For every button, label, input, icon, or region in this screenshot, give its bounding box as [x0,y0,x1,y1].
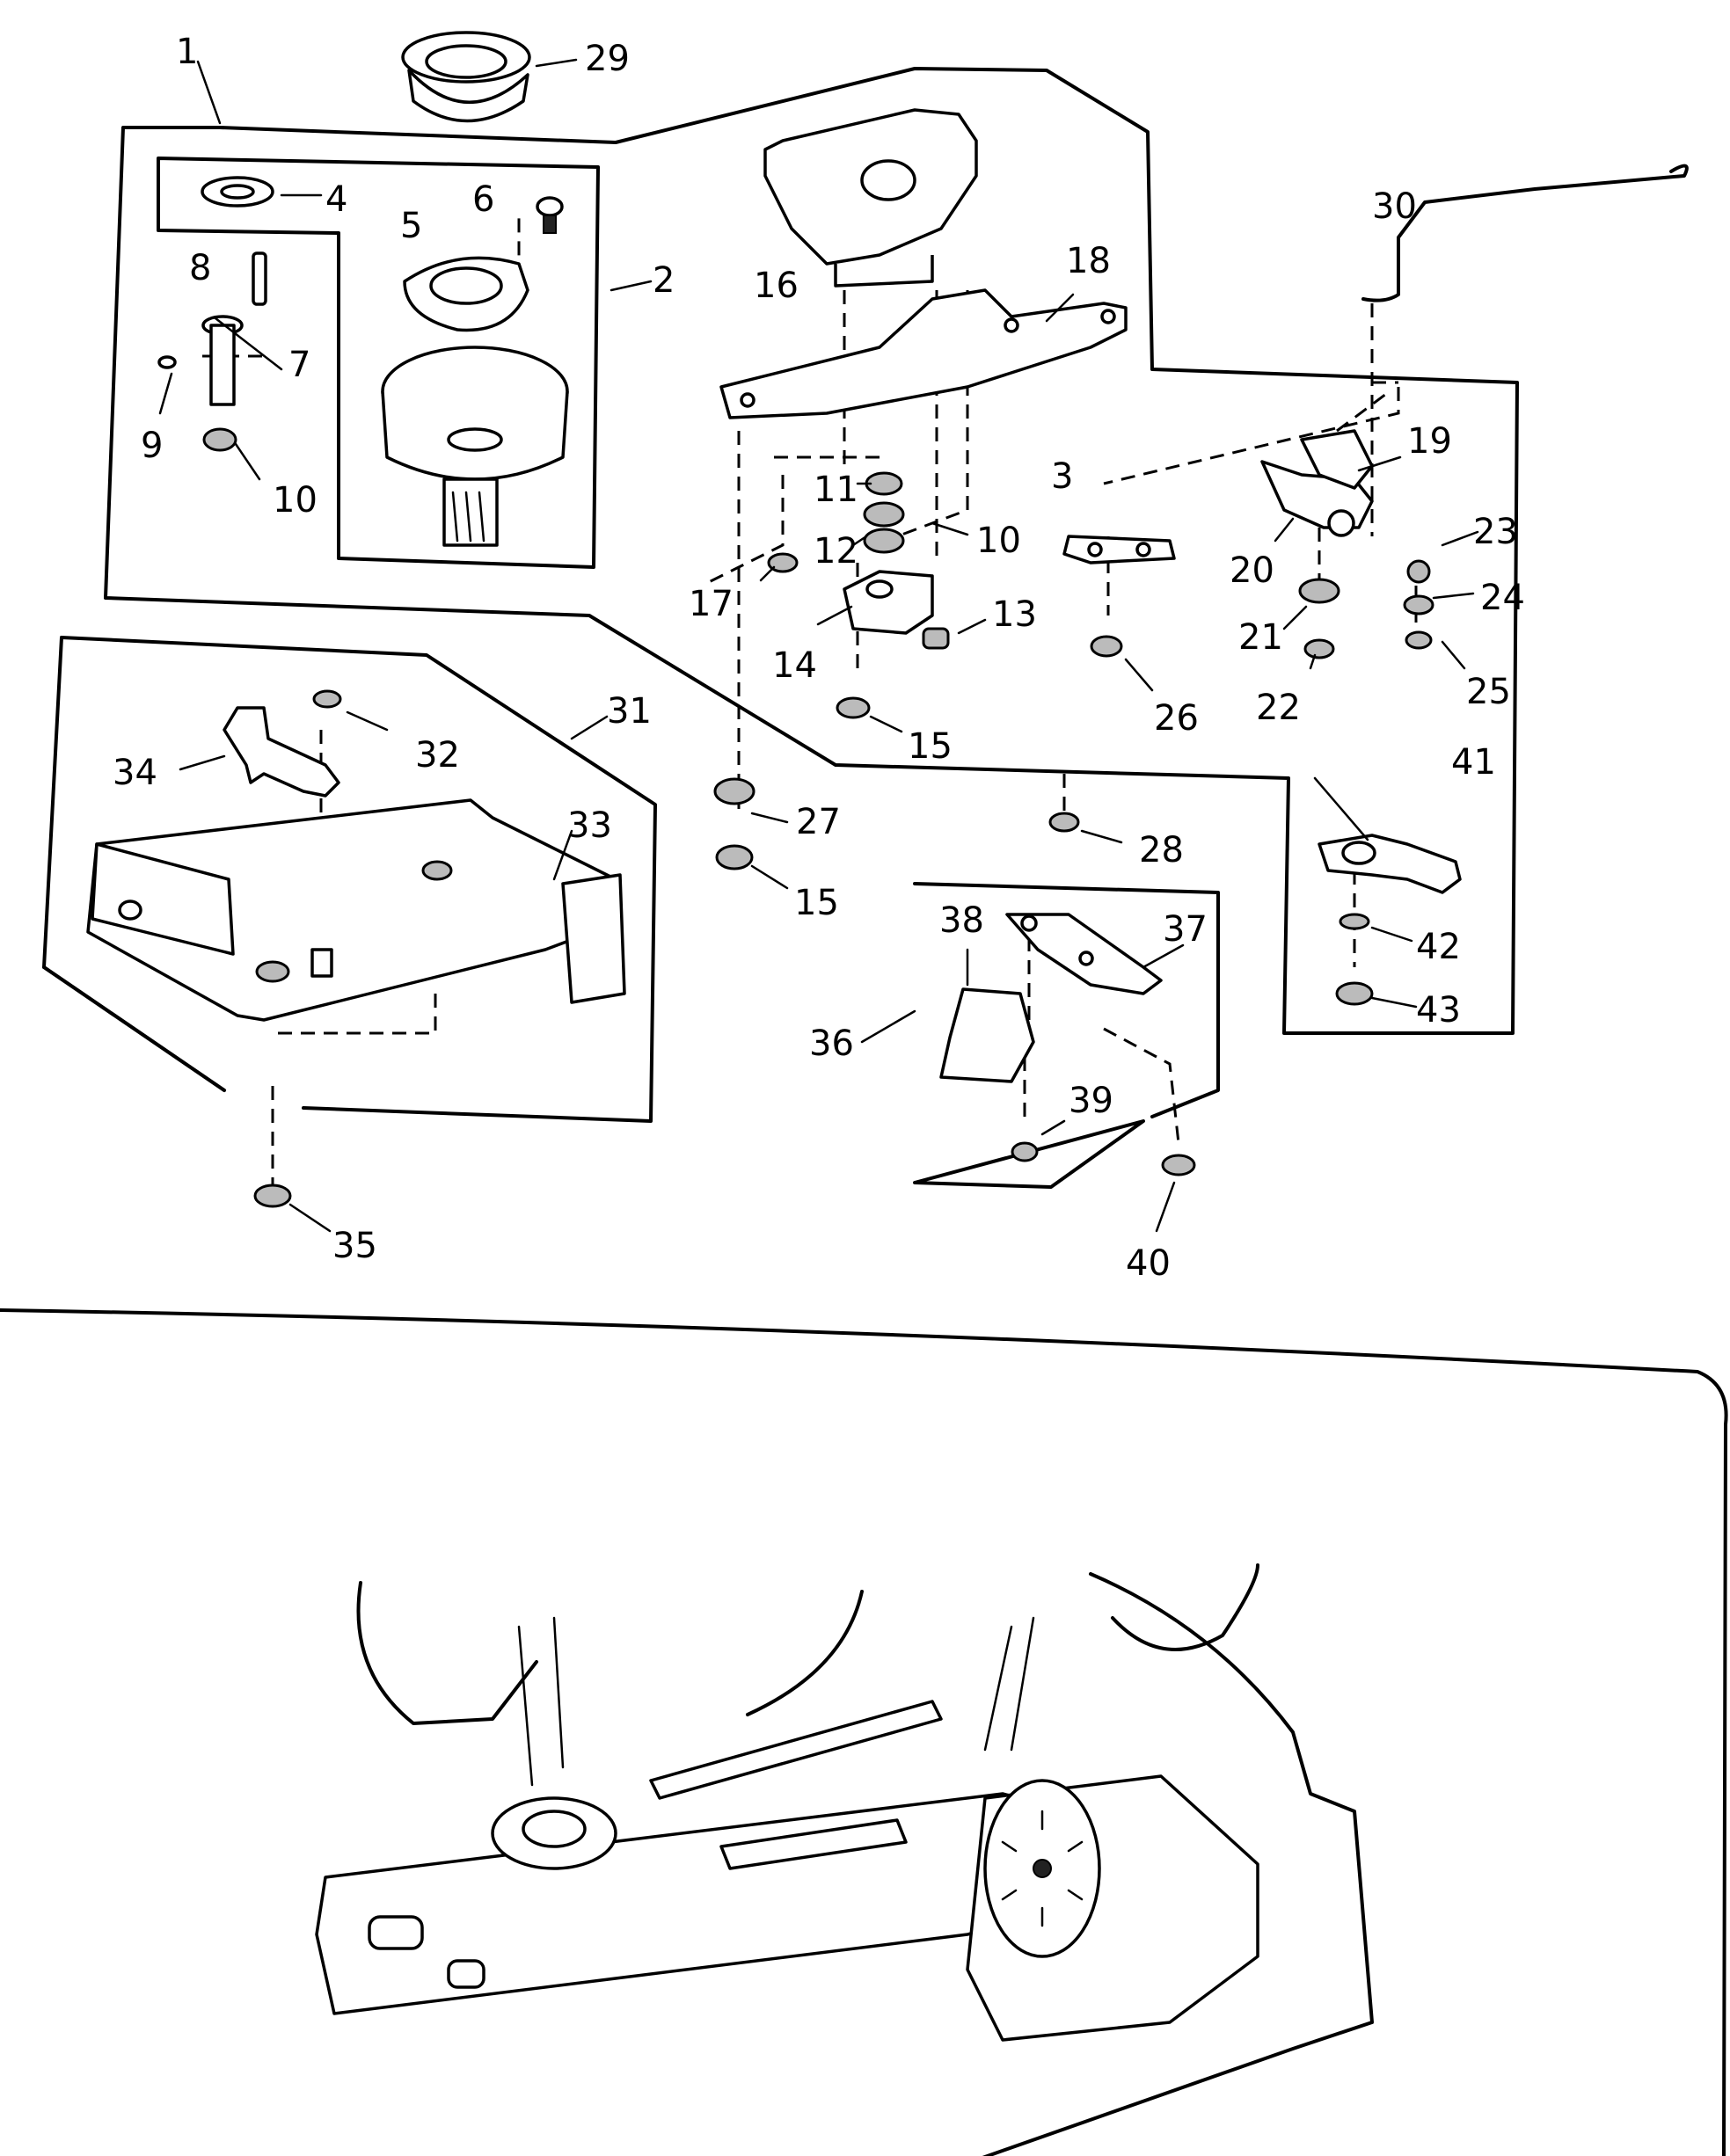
callout-13: 13 [992,594,1037,635]
bobbin-holder-part [403,256,529,332]
washer-part [201,176,274,208]
callout-38: 38 [939,900,984,941]
callout-27: 27 [796,802,841,842]
callout-29: 29 [585,39,630,79]
callout-18: 18 [1066,241,1111,281]
callout-11: 11 [814,470,858,510]
callout-39: 39 [1069,1081,1113,1121]
callout-30: 30 [1372,186,1417,227]
callout-16: 16 [754,266,799,306]
callout-10-left: 10 [273,480,318,521]
motor-hub [1033,1859,1052,1878]
nut-part [202,427,237,452]
callout-6: 6 [472,179,494,220]
shaft-end-view [368,1915,424,1950]
spring-part [922,627,950,650]
bed-plate-part [86,798,626,1022]
callout-3: 3 [1051,456,1073,497]
callout-28: 28 [1139,830,1184,870]
handwheel-outline [1111,1563,1259,1651]
callout-5: 5 [400,206,422,246]
callout-33: 33 [567,805,612,846]
callout-36: 36 [809,1023,854,1064]
screw-39-part [1011,1141,1039,1162]
hook-assembly-frame [104,67,1519,1035]
callout-26: 26 [1154,698,1199,739]
callout-20: 20 [1230,550,1274,591]
callout-7: 7 [288,345,310,385]
callout-8: 8 [189,248,211,288]
callout-15-upper: 15 [908,726,953,767]
bottom-screw-part [253,1184,292,1208]
callout-10-right: 10 [976,521,1021,561]
callout-34: 34 [113,753,157,793]
feed-plate-part [1005,913,1163,995]
bed-base [315,1792,1057,2015]
callout-32: 32 [415,735,460,776]
callout-2: 2 [653,260,675,301]
leader-lines [158,58,1479,1233]
callout-24: 24 [1480,578,1525,618]
callout-15-lower: 15 [794,883,839,923]
washer-42-part [1339,913,1370,930]
feed-bracket-part [939,987,1035,1083]
callout-4: 4 [325,179,347,220]
machine-underside-view [315,1563,1374,2156]
callout-40: 40 [1126,1243,1171,1284]
callout-37: 37 [1163,909,1208,950]
callout-labels: 1 2 3 4 5 6 7 8 9 10 10 11 12 13 14 15 1… [113,32,1525,1284]
tension-lever-part [1260,429,1374,537]
callout-41: 41 [1451,742,1496,783]
callout-12: 12 [814,531,858,572]
lower-shaft-view [719,1818,908,1870]
screws-part [713,552,1434,870]
callout-9: 9 [141,426,163,466]
link-rods-view [983,1616,1035,1752]
callout-35: 35 [332,1226,377,1266]
part-drawings [86,31,1689,1208]
callout-43: 43 [1416,990,1461,1031]
shaft-end-lower-view [447,1959,485,1989]
hook-bore-view [522,1810,587,1848]
callout-1: 1 [176,32,198,72]
upper-cover-part [763,108,978,288]
rotary-hook-part [381,346,569,547]
callout-19: 19 [1407,421,1452,462]
thread-wire-part [1361,164,1689,302]
callout-22: 22 [1256,688,1301,728]
machine-body-outline [982,1572,1374,2156]
callout-21: 21 [1238,617,1283,658]
tension-washers-part [863,471,905,554]
callout-14: 14 [772,645,817,686]
hook-shaft-part [201,315,244,406]
small-screw-part [536,196,564,234]
feed-lever-part [223,689,342,798]
callout-25: 25 [1466,672,1511,712]
small-plate-part [1062,535,1176,564]
tension-block-part [843,570,934,635]
lever-plate-part [719,288,1128,419]
needle-bar-view [517,1616,565,1787]
hook-cover-part [401,31,531,123]
machine-arm-outline [746,1590,864,1716]
pin-part [252,251,267,306]
set-pin-part [157,355,177,369]
bed-plate-frame-edge [42,636,226,1092]
rotary-hook-subframe [157,157,600,569]
group-outlines [0,67,1728,2156]
lower-lever-part [1318,834,1462,894]
callout-17: 17 [689,584,734,624]
upper-shaft-view [649,1700,943,1800]
screw-43-part [1335,981,1374,1006]
machine-head-outline [356,1581,538,1725]
screw-40-part [1161,1154,1196,1176]
section-divider [0,1308,1728,2156]
motor-vents [1001,1810,1084,1927]
callout-42: 42 [1416,927,1461,967]
callout-31: 31 [607,691,652,732]
callout-23: 23 [1473,512,1518,552]
